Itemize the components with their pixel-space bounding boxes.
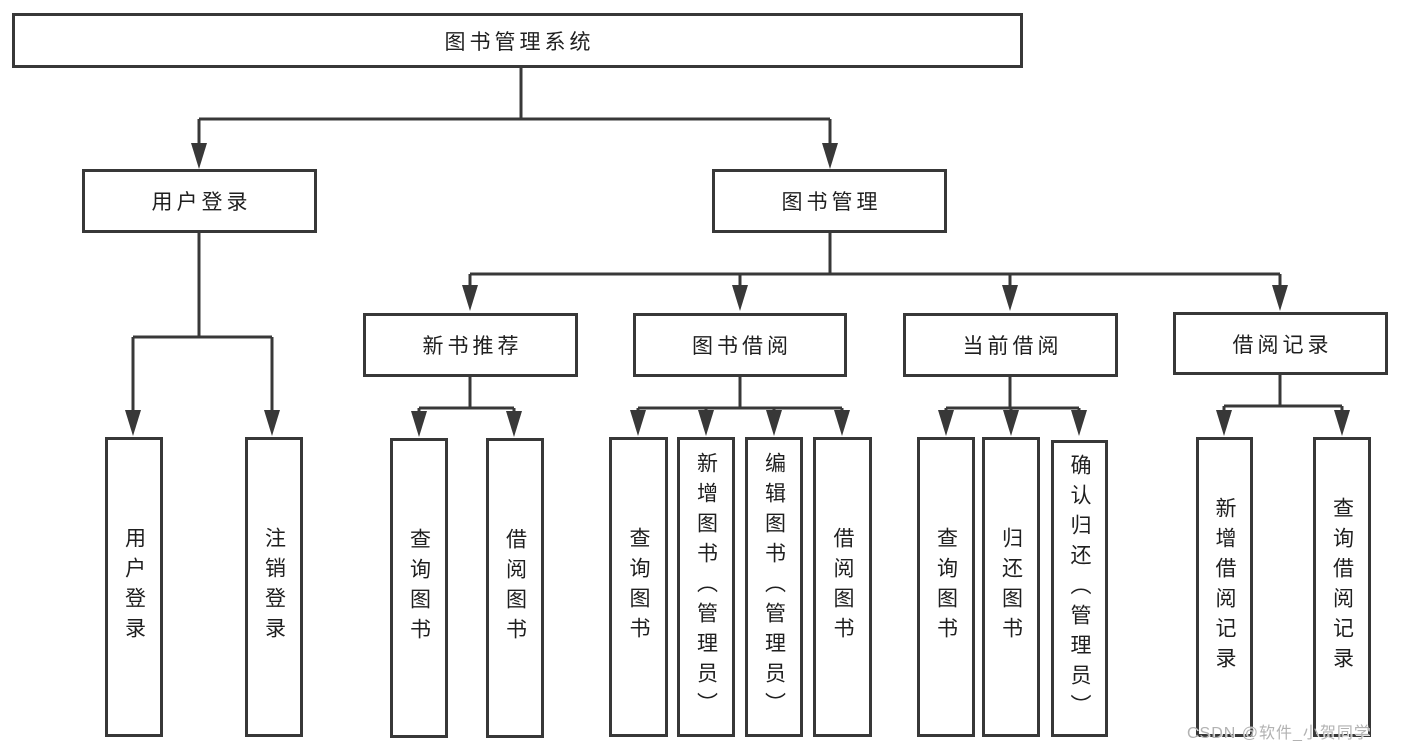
arrow-down-icon [1002,285,1018,311]
arrow-down-icon [1272,285,1288,311]
node-label: 新增图书（管理员） [694,452,718,722]
arrow-down-icon [732,285,748,311]
arrow-down-icon [630,410,646,436]
node-new-book-recommend: 新书推荐 [363,313,578,377]
connector-new-book-recommend-branch [411,377,522,437]
node-label: 借阅记录 [1232,333,1333,357]
node-label: 归还图书 [999,527,1023,647]
arrow-down-icon [125,410,141,436]
node-leaf-query-books-current: 查询图书 [917,437,975,737]
arrow-down-icon [1216,410,1232,436]
node-user-login: 用户登录 [82,169,317,233]
arrow-down-icon [834,410,850,436]
node-leaf-borrow-books: 借阅图书 [813,437,872,737]
arrow-down-icon [1334,410,1350,436]
node-label: 借阅图书 [503,528,527,648]
node-leaf-return-books: 归还图书 [982,437,1040,737]
node-label: 新书推荐 [422,335,523,358]
node-leaf-add-borrow-record: 新增借阅记录 [1196,437,1253,737]
connector-book-borrow-branch [630,377,850,436]
node-label: 确认归还（管理员） [1068,453,1091,724]
csdn-watermark: CSDN @软件_小贺同学 [1187,725,1371,742]
node-label: 当前借阅 [962,335,1063,358]
node-borrow-records: 借阅记录 [1173,312,1388,375]
arrow-down-icon [766,410,782,436]
node-leaf-edit-books-admin: 编辑图书（管理员） [745,437,803,737]
node-leaf-query-books-recommend: 查询图书 [390,438,448,738]
arrow-down-icon [1003,410,1019,436]
node-leaf-user-login: 用户登录 [105,437,163,737]
node-leaf-logout: 注销登录 [245,437,303,737]
node-leaf-borrow-books-recommend: 借阅图书 [486,438,544,738]
connector-user-login-branch [125,233,280,436]
node-label: 图书借阅 [692,335,792,358]
node-label: 用户登录 [122,527,146,647]
node-label: 查询图书 [627,527,650,647]
node-leaf-query-books-borrow: 查询图书 [609,437,668,737]
node-book-borrow: 图书借阅 [633,313,847,377]
node-label: 注销登录 [262,527,286,647]
connector-book-management-branch [462,233,1288,311]
arrow-down-icon [1071,410,1087,436]
node-label: 借阅图书 [831,527,854,647]
node-label: 查询借阅记录 [1330,497,1354,677]
arrow-down-icon [462,285,478,311]
arrow-down-icon [698,410,714,436]
node-current-borrow: 当前借阅 [903,313,1118,377]
connector-borrow-records-branch [1216,375,1350,436]
node-label: 查询图书 [934,527,958,647]
node-label: 新增借阅记录 [1213,497,1236,677]
node-leaf-query-borrow-record: 查询借阅记录 [1313,437,1371,737]
node-label: 用户登录 [151,191,252,214]
arrow-down-icon [411,411,427,437]
node-label: 编辑图书（管理员） [762,452,786,722]
node-leaf-confirm-return-admin: 确认归还（管理员） [1051,440,1108,737]
arrow-down-icon [264,410,280,436]
node-leaf-add-books-admin: 新增图书（管理员） [677,437,735,737]
node-root-library-system: 图书管理系统 [12,13,1023,68]
node-label: 图书管理 [781,191,882,214]
connector-root-to-level2 [191,68,838,169]
arrow-down-icon [822,143,838,169]
arrow-down-icon [938,410,954,436]
connector-current-borrow-branch [938,377,1087,436]
arrow-down-icon [506,411,522,437]
node-label: 查询图书 [407,528,431,648]
arrow-down-icon [191,143,207,169]
node-book-management: 图书管理 [712,169,947,233]
node-label: 图书管理系统 [444,30,595,54]
